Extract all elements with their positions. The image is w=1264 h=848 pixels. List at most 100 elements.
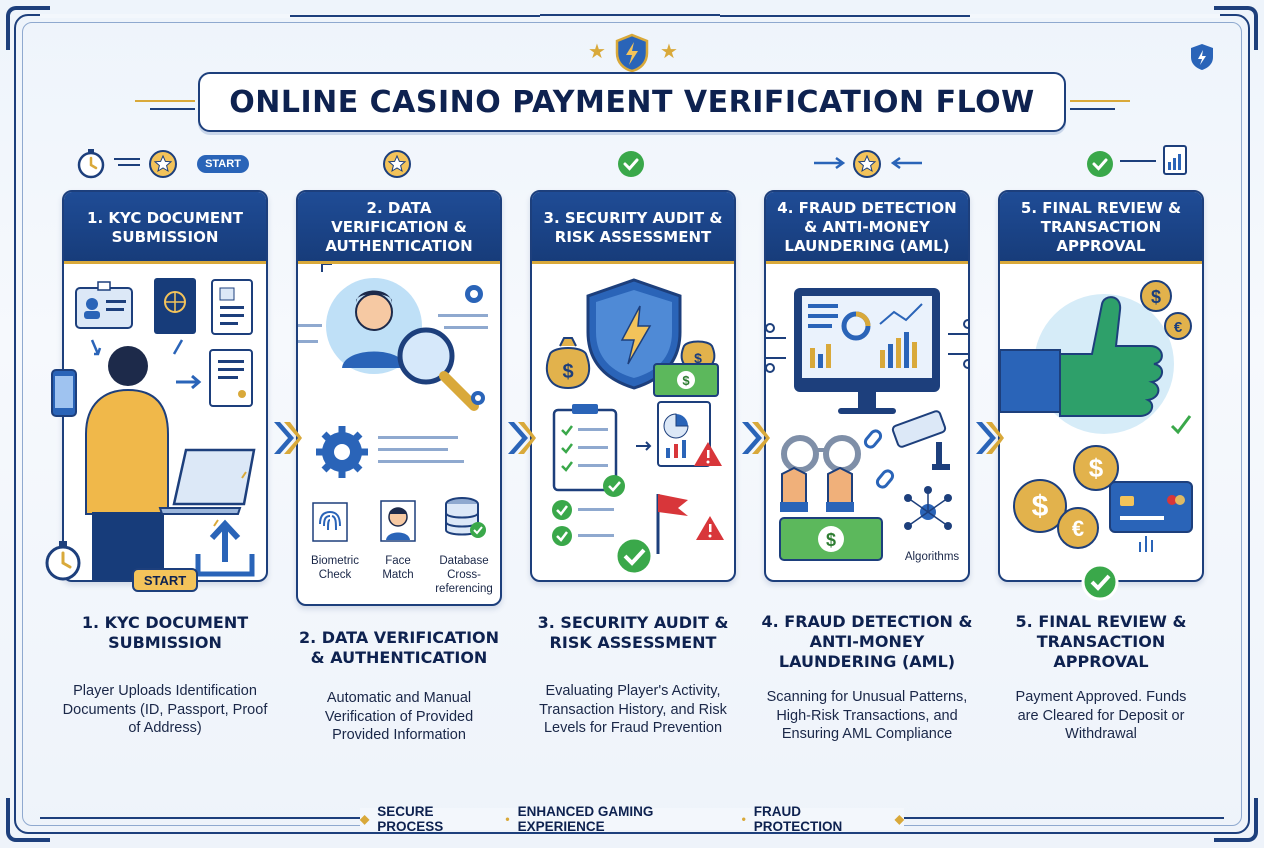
id-card-icon: [75, 281, 133, 329]
card-illustration: Biometric Check Face Match Database Cros…: [298, 263, 500, 595]
footer-banner: ◆ SECURE PROCESS • ENHANCED GAMING EXPER…: [360, 804, 904, 834]
fraud-detection-illustration: $: [766, 288, 968, 561]
step-3-description: Evaluating Player's Activity, Transactio…: [539, 683, 727, 736]
check-circle-icon: [614, 536, 654, 576]
frame-corner: [1214, 6, 1258, 50]
dot-icon: •: [505, 812, 510, 826]
frame-corner: [6, 6, 50, 50]
chain-link-icon: [863, 429, 895, 489]
step-5-description: Payment Approved. Funds are Cleared for …: [1015, 689, 1187, 742]
svg-text:€: €: [1174, 319, 1183, 336]
card-header: 4. FRAUD DETECTION & ANTI-MONEY LAUNDERI…: [766, 192, 968, 264]
deco-line: [1070, 100, 1130, 102]
handcuffs-icon: [780, 435, 861, 512]
svg-text:$: $: [682, 373, 690, 388]
card-illustration: $ € $ $ €: [1000, 264, 1202, 580]
step-4-description: Scanning for Unusual Patterns, High-Risk…: [766, 689, 968, 742]
svg-text:$: $: [562, 361, 573, 383]
step-card-4: 4. FRAUD DETECTION & ANTI-MONEY LAUNDERI…: [764, 190, 970, 582]
monitor-icon: [794, 288, 940, 414]
kyc-illustration: [75, 278, 256, 580]
start-pill: START: [197, 155, 249, 173]
coins-stack-icon: $ $ €: [1013, 445, 1119, 549]
star-icon: ★: [660, 41, 678, 63]
card-illustration: $ $ $: [532, 264, 734, 580]
biometric-check-label: Biometric Check: [311, 555, 359, 581]
gear-icon: [465, 285, 485, 405]
deco-line: [720, 15, 970, 17]
approval-illustration: $ € $ $ €: [1000, 280, 1193, 552]
step-1-title: 1. KYC DOCUMENT SUBMISSION: [81, 613, 249, 652]
verification-illustration: [298, 263, 488, 478]
bill-icon: [209, 349, 253, 407]
check-circle-icon: [1087, 151, 1113, 177]
svg-text:€: €: [1072, 516, 1084, 541]
algorithm-nodes-icon: [904, 486, 952, 530]
person-with-laptop: [85, 346, 169, 580]
deco-line: [135, 100, 195, 102]
svg-text:$: $: [1089, 453, 1104, 483]
frame-gap: [720, 14, 1220, 18]
coin-icon: $ €: [1140, 280, 1192, 340]
face-match-label: Face Match: [382, 555, 414, 581]
report-icon: [1163, 145, 1187, 175]
check-circle-icon: [552, 500, 614, 546]
document-icon: [211, 279, 253, 335]
check-circle-icon: [618, 151, 644, 177]
arrow-left-icon: [890, 156, 922, 170]
gear-icon: [316, 426, 368, 478]
step-card-5: 5. FINAL REVIEW & TRANSACTION APPROVAL $…: [998, 190, 1204, 582]
diamond-icon: ◆: [360, 812, 370, 826]
shield-icon: [1191, 44, 1213, 70]
footer-line: [904, 817, 1224, 819]
footer-item: SECURE PROCESS: [377, 804, 444, 834]
star-badge-icon: [853, 150, 881, 178]
step-card-2: 2. DATA VERIFICATION & AUTHENTICATION: [296, 190, 502, 606]
card-header: 3. SECURITY AUDIT & RISK ASSESSMENT: [532, 192, 734, 264]
stopwatch-icon: [45, 541, 81, 581]
page-title: ONLINE CASINO PAYMENT VERIFICATION FLOW: [229, 84, 1035, 120]
algorithms-label: Algorithms: [904, 551, 960, 563]
money-bag-icon: $: [545, 337, 591, 390]
shield-lightning-icon: [615, 33, 649, 73]
card-header: 2. DATA VERIFICATION & AUTHENTICATION: [298, 192, 500, 264]
shield-icon: [586, 278, 682, 390]
chevron-right-icon: [742, 422, 770, 454]
flag-icon: [656, 494, 688, 554]
footer-line: [40, 817, 360, 819]
upload-icon: [195, 519, 255, 577]
card-illustration: $ Algorithms: [766, 264, 968, 580]
fingerprint-icon: [312, 502, 348, 542]
deco-line: [1120, 160, 1156, 162]
step-2-title: 2. DATA VERIFICATION & AUTHENTICATION: [298, 628, 500, 667]
banknote-icon: $: [779, 517, 883, 561]
start-tag: START: [132, 568, 198, 592]
passport-icon: [154, 278, 196, 334]
card-illustration: [64, 264, 266, 580]
chevron-right-icon: [508, 422, 536, 454]
face-scan-icon: [321, 263, 422, 374]
arrow-right-icon: [814, 156, 846, 170]
network-nodes: [766, 319, 968, 373]
card-header: 5. FINAL REVIEW & TRANSACTION APPROVAL: [1000, 192, 1202, 264]
svg-text:$: $: [826, 530, 836, 550]
outer-frame: [14, 14, 1250, 834]
stopwatch-icon: [77, 149, 105, 179]
title-banner: ONLINE CASINO PAYMENT VERIFICATION FLOW: [198, 72, 1066, 132]
diamond-icon: ◆: [894, 812, 904, 826]
banknote-icon: $: [653, 363, 719, 397]
laptop-icon: [158, 448, 256, 515]
footer-item: ENHANCED GAMING EXPERIENCE: [517, 804, 654, 834]
security-audit-illustration: $ $ $: [545, 278, 724, 576]
database-label: Database Cross-referencing: [435, 555, 493, 595]
deco-line: [150, 108, 195, 110]
step-1-description: Player Uploads Identification Documents …: [62, 683, 268, 736]
frame-corner: [6, 798, 50, 842]
deco-line: [118, 164, 140, 166]
deco-line: [114, 158, 140, 160]
step-4-title: 4. FRAUD DETECTION & ANTI-MONEY LAUNDERI…: [761, 612, 973, 671]
step-card-3: 3. SECURITY AUDIT & RISK ASSESSMENT $ $ …: [530, 190, 736, 582]
step-5-title: 5. FINAL REVIEW & TRANSACTION APPROVAL: [1015, 612, 1187, 671]
svg-text:$: $: [1032, 490, 1049, 523]
dot-icon: •: [741, 812, 746, 826]
